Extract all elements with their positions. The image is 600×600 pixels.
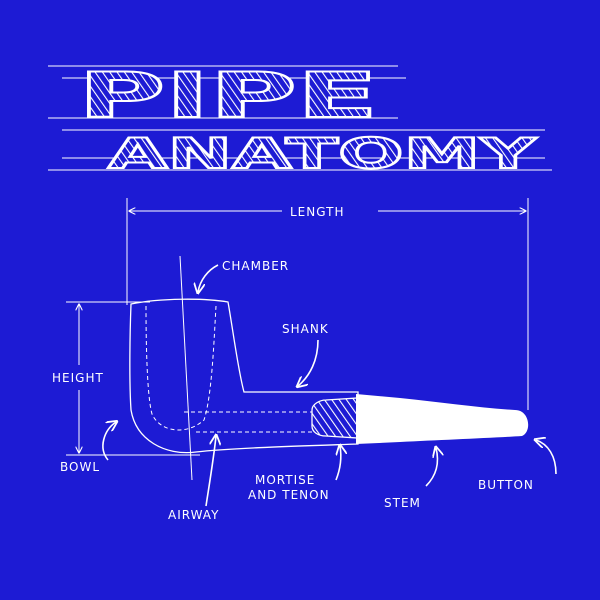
label-mortise-line1: MORTISE <box>255 473 315 487</box>
label-airway: AIRWAY <box>168 508 219 522</box>
arrow-button <box>536 440 557 475</box>
label-chamber: CHAMBER <box>222 259 289 273</box>
label-length: LENGTH <box>290 205 344 219</box>
arrow-stem <box>425 448 438 487</box>
tenon <box>311 397 359 439</box>
label-bowl: BOWL <box>60 460 100 474</box>
pipe-bowl-shank <box>129 298 359 454</box>
label-stem: STEM <box>384 496 421 510</box>
height-dimension <box>66 301 200 456</box>
label-button: BUTTON <box>478 478 534 492</box>
arrow-shank <box>298 339 319 386</box>
arrow-airway <box>205 436 216 507</box>
title-line-pipe: PIPE <box>78 59 378 132</box>
airway-lines <box>184 411 318 433</box>
arrow-bowl <box>102 422 116 461</box>
label-mortise-line2: AND TENON <box>248 488 330 502</box>
label-shank: SHANK <box>282 322 329 336</box>
title-line-anatomy: ANATOMY <box>108 129 537 178</box>
chamber-outline <box>145 305 217 431</box>
arrow-chamber <box>198 264 219 292</box>
pipe-stem <box>356 394 529 444</box>
length-dimension <box>126 198 529 410</box>
label-height: HEIGHT <box>52 371 104 385</box>
chamber-centerline <box>179 255 193 481</box>
arrow-mortise <box>336 446 341 481</box>
title-rules <box>48 65 552 171</box>
